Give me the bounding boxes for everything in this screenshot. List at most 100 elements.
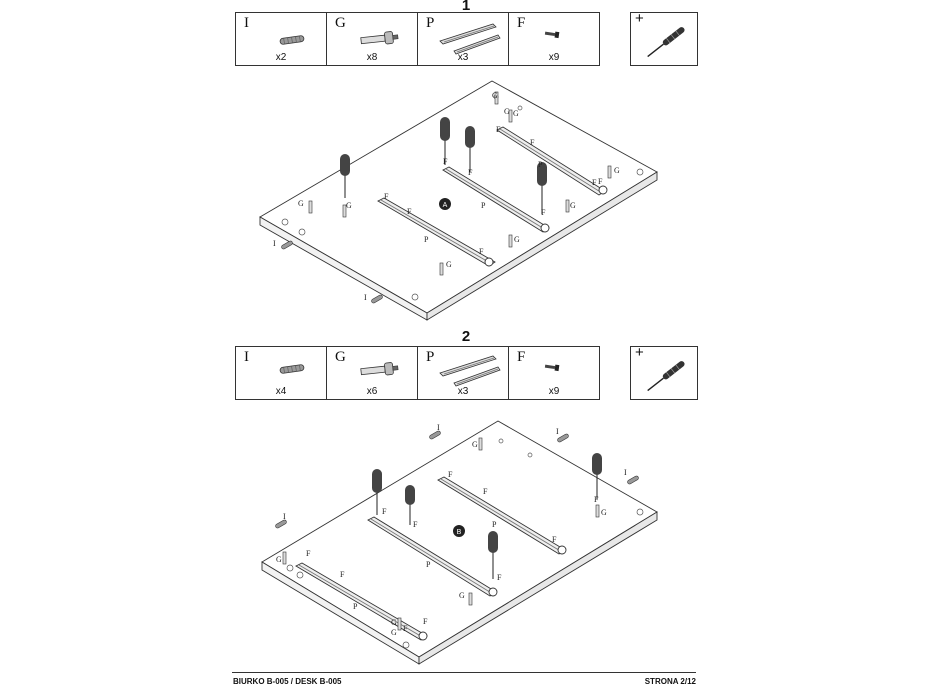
phillips-symbol: + [635, 344, 644, 361]
drawer-rail-icon [439, 23, 501, 55]
part-letter: F [517, 15, 526, 31]
part-letter: G [335, 349, 346, 365]
label-p: P [492, 520, 497, 529]
step-2-parts-table: I x4 G x6 P [235, 346, 600, 400]
label-g: G [504, 107, 510, 116]
label-g: G [391, 628, 397, 637]
label-g: G [492, 91, 498, 100]
label-f: F [598, 177, 603, 186]
label-g: G [570, 201, 576, 210]
label-g: G [601, 508, 607, 517]
footer-product-name: BIURKO B-005 / DESK B-005 [233, 677, 342, 686]
screw-icon [544, 31, 560, 39]
part-cell-i: I x2 [236, 13, 327, 65]
label-f: F [382, 507, 387, 516]
label-g: G [514, 235, 520, 244]
label-i: I [437, 423, 440, 432]
label-f: F [443, 157, 448, 166]
part-letter: I [244, 349, 249, 365]
label-f: F [407, 207, 412, 216]
label-f: F [479, 247, 484, 256]
label-f: F [423, 617, 428, 626]
part-cell-g: G x8 [327, 13, 418, 65]
part-qty: x3 [457, 386, 469, 397]
label-g: G [298, 199, 304, 208]
label-f: F [483, 487, 488, 496]
part-cell-i: I x4 [236, 347, 327, 399]
screwdriver-icons [340, 117, 547, 214]
step-1-tool-box: + [630, 10, 698, 66]
part-letter: I [244, 15, 249, 31]
part-qty: x3 [457, 52, 469, 63]
phillips-symbol: + [635, 10, 644, 27]
drawer-rails [377, 126, 608, 267]
step-2-number: 2 [461, 328, 471, 345]
label-f: F [496, 125, 501, 134]
label-i: I [556, 427, 559, 436]
step-1-number: 1 [461, 0, 471, 14]
label-i: I [364, 293, 367, 302]
footer-page-number: STRONA 2/12 [644, 677, 696, 686]
part-cell-f: F x9 [509, 13, 599, 65]
label-f: F [530, 138, 535, 147]
part-cell-p: P x3 [418, 13, 509, 65]
label-p: P [353, 602, 358, 611]
marker-b [453, 525, 465, 537]
cam-bolt-icon [360, 31, 399, 45]
label-i: I [273, 239, 276, 248]
label-g: G [472, 440, 478, 449]
dowel-icon [279, 364, 305, 374]
dowels [275, 430, 639, 529]
label-g: G [391, 618, 397, 627]
part-qty: x9 [548, 52, 560, 63]
part-cell-f: F x9 [509, 347, 599, 399]
label-f: F [340, 570, 345, 579]
step-1-parts-table: I x2 G x8 P [235, 12, 600, 66]
part-qty: x2 [275, 52, 287, 63]
phillips-screwdriver-icon [647, 361, 685, 392]
label-f: F [306, 549, 311, 558]
label-p: P [481, 201, 486, 210]
label-g: G [513, 109, 519, 118]
screw-icon [544, 364, 560, 372]
label-f: F [592, 178, 597, 187]
part-letter: G [335, 15, 346, 31]
part-qty: x6 [366, 386, 378, 397]
drawer-rails [295, 476, 567, 641]
part-letter: F [517, 349, 526, 365]
label-f: F [448, 470, 453, 479]
label-p: P [426, 560, 431, 569]
label-i: I [624, 468, 627, 477]
part-qty: x4 [275, 386, 287, 397]
dowel-icon [279, 35, 305, 45]
cam-bolts [308, 91, 612, 276]
dowels [281, 240, 383, 304]
label-g: G [446, 260, 452, 269]
label-f: F [541, 208, 546, 217]
footer-rule [232, 672, 696, 673]
label-g: G [459, 591, 465, 600]
label-f: F [497, 573, 502, 582]
label-g: G [614, 166, 620, 175]
cam-bolt-icon [360, 362, 399, 376]
label-f: F [594, 495, 599, 504]
label-f: F [384, 192, 389, 201]
label-g: G [276, 555, 282, 564]
step-2-tool-box: + [630, 344, 698, 400]
desk-panel [259, 80, 658, 321]
label-f: F [468, 168, 473, 177]
label-f: F [403, 624, 408, 633]
drawer-rail-icon [439, 355, 501, 387]
label-g: G [346, 201, 352, 210]
part-cell-p: P x3 [418, 347, 509, 399]
marker-b-label: B [457, 529, 462, 536]
label-i: I [283, 512, 286, 521]
part-cell-g: G x6 [327, 347, 418, 399]
label-f: F [413, 520, 418, 529]
part-qty: x8 [366, 52, 378, 63]
label-f: F [552, 535, 557, 544]
cam-bolts [282, 437, 600, 631]
label-p: P [538, 160, 543, 169]
